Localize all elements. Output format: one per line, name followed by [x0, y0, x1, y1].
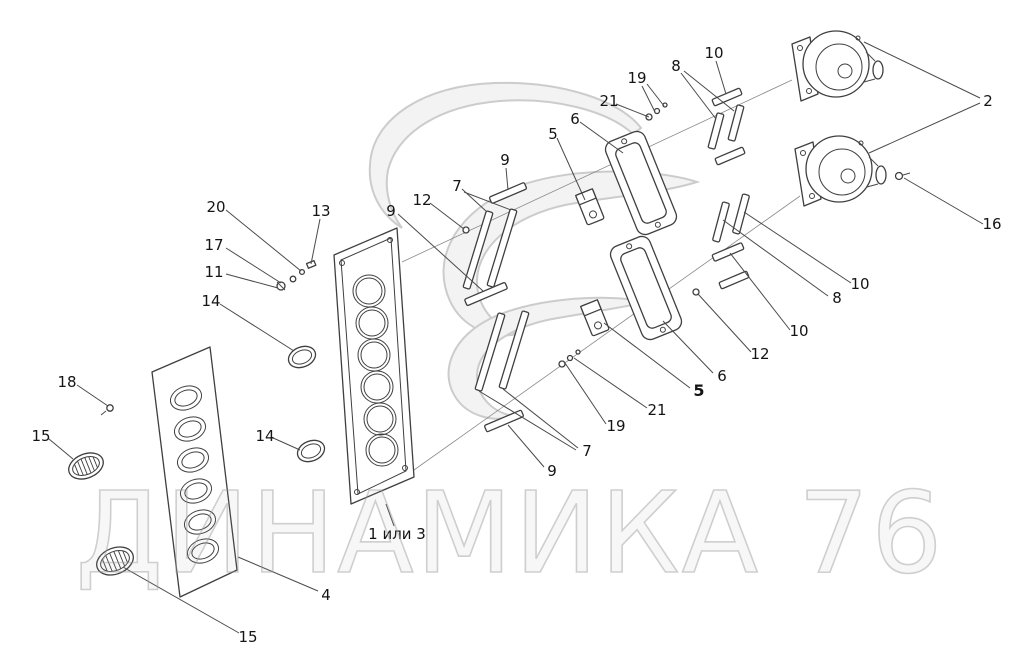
- callout-8: 8: [671, 57, 681, 75]
- watermark-swirl: [368, 81, 643, 229]
- callout-13: 13: [311, 202, 330, 220]
- callout-16: 16: [982, 215, 1001, 233]
- callout-5: 5: [693, 381, 704, 400]
- callout-14: 14: [201, 292, 220, 310]
- clip-bracket: [575, 188, 605, 226]
- callout-8: 8: [832, 289, 842, 307]
- callout-6: 6: [717, 367, 727, 385]
- callout-4: 4: [321, 586, 331, 604]
- callout-labels: 19 8 10 2 21 6 5 9 7 12 9 20 13 17 11 14…: [31, 44, 1001, 646]
- callout-20: 20: [206, 198, 225, 216]
- callout-10: 10: [704, 44, 723, 62]
- gasket-frame: [609, 235, 683, 341]
- o-ring: [296, 439, 326, 463]
- callout-9: 9: [500, 151, 510, 169]
- callout-6: 6: [570, 110, 580, 128]
- callout-10: 10: [850, 275, 869, 293]
- oval-grille: [68, 452, 104, 480]
- callout-9: 9: [547, 462, 557, 480]
- assembly-axis-line: [413, 195, 801, 471]
- leader-lines: [48, 41, 984, 634]
- callout-14: 14: [255, 427, 274, 445]
- fastener-set: [276, 259, 317, 291]
- callout-9: 9: [386, 202, 396, 220]
- callout-18: 18: [57, 373, 76, 391]
- spacer-strips-upper: [462, 182, 528, 307]
- callout-12: 12: [412, 191, 431, 209]
- callout-21: 21: [599, 92, 618, 110]
- gasket-frame: [604, 130, 678, 236]
- callout-11: 11: [204, 263, 223, 281]
- callout-21: 21: [647, 401, 666, 419]
- callout-2: 2: [983, 92, 993, 110]
- callout-7: 7: [582, 442, 592, 460]
- spacer-bars-middle-right: [711, 193, 750, 290]
- mounting-plate: [333, 227, 415, 505]
- callout-19: 19: [627, 69, 646, 87]
- callout-17: 17: [204, 236, 223, 254]
- bolt-16: [894, 171, 911, 181]
- horn-top: [791, 30, 884, 102]
- screw-washer-set-lower: [558, 349, 581, 368]
- clip-bracket: [580, 299, 610, 337]
- o-ring: [287, 345, 317, 369]
- callout-7: 7: [452, 177, 462, 195]
- callout-15: 15: [31, 427, 50, 445]
- spacer-bars-upper-right: [707, 87, 746, 166]
- callout-5: 5: [548, 125, 558, 143]
- bolt-12: [462, 226, 470, 234]
- watermark-swirl: [442, 170, 701, 337]
- callout-15: 15: [238, 628, 257, 646]
- bezel-panel: [151, 346, 238, 598]
- callout-12: 12: [750, 345, 769, 363]
- bolt-12-lower: [692, 288, 700, 296]
- spacer-strips-lower: [474, 310, 530, 433]
- watermark-brand-text: ДИНАМИКА 76: [76, 469, 945, 599]
- screw-18: [100, 404, 114, 416]
- callout-10: 10: [789, 322, 808, 340]
- horn-bottom: [794, 135, 887, 207]
- callout-19: 19: [606, 417, 625, 435]
- callout-1-or-3: 1 или 3: [368, 525, 426, 543]
